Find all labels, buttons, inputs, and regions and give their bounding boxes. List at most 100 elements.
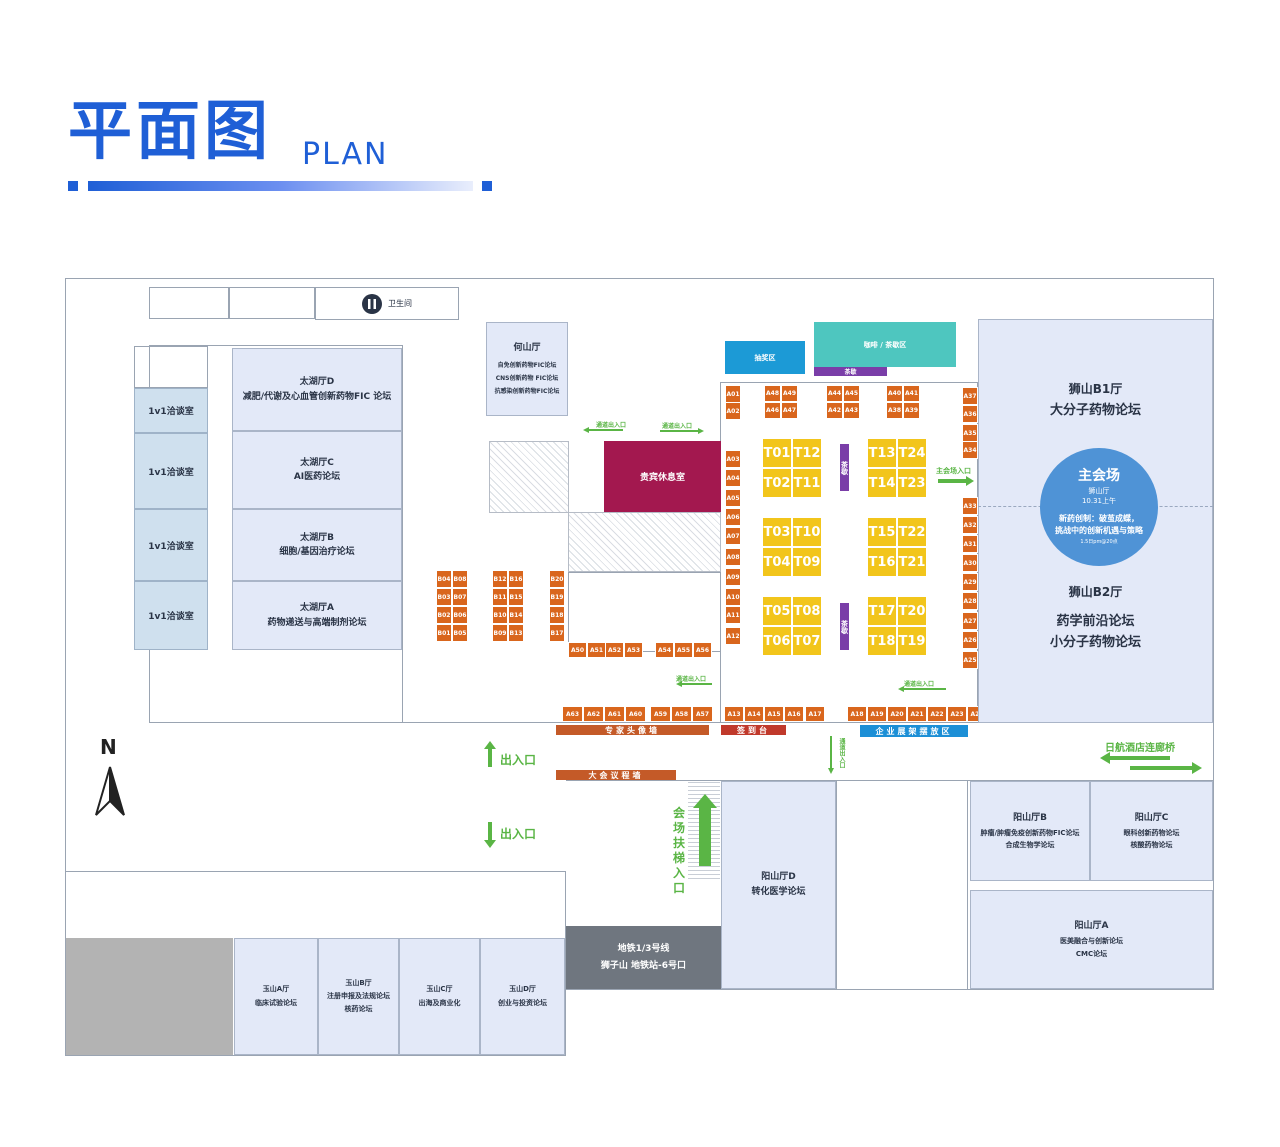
booth-a-bottom-left-1[interactable]: A62 [583,706,604,722]
booth-a-mid-2[interactable]: A52 [605,642,624,658]
booth-b-2-1[interactable]: B11 [492,588,508,606]
taihu-hall-d[interactable]: 太湖厅D 减肥/代谢及心血管创新药物FIC 论坛 [232,348,402,431]
agenda-wall[interactable]: 大会议程墙 [556,770,676,780]
tea-break-top[interactable]: 茶歇 [814,367,887,376]
booth-a-right-3[interactable]: A34 [962,441,978,459]
booth-t-1-3[interactable]: T23 [897,468,927,498]
meeting-room-1[interactable]: 1v1洽谈室 [134,388,208,433]
escalator-entrance-label[interactable]: 会 场 扶 梯 入 口 [672,806,686,896]
booth-a-bottom-right-3[interactable]: A16 [784,706,804,722]
booth-t-1-0[interactable]: T13 [867,438,897,468]
booth-a-top-3[interactable]: A47 [781,402,798,419]
taihu-hall-c[interactable]: 太湖厅C AI医药论坛 [232,431,402,509]
metro-station[interactable]: 地铁1/3号线 狮子山 地铁站-6号口 [566,926,721,989]
main-venue-entrance-label[interactable]: 主会场入口 [936,467,971,475]
booth-a-bottom-left-0[interactable]: A63 [562,706,583,722]
exit-label-1[interactable]: 出入口 [500,753,537,767]
booth-a-left-8[interactable]: A09 [725,568,741,586]
signin-desk[interactable]: 签到台 [721,725,786,735]
booth-a-left-6[interactable]: A07 [725,527,741,545]
yangshan-hall-b[interactable]: 阳山厅B 肿瘤/肿瘤免疫创新药物FIC论坛 合成生物学论坛 [970,781,1090,881]
booth-a-bottom-left-4[interactable]: A59 [650,706,671,722]
booth-a-top-5[interactable]: A42 [826,402,843,419]
booth-a-left-5[interactable]: A06 [725,508,741,526]
booth-a-right-10[interactable]: A27 [962,612,978,630]
booth-t-0-3[interactable]: T11 [792,468,822,498]
yushan-hall-d[interactable]: 玉山D厅 创业与投资论坛 [480,938,565,1055]
booth-a-right-2[interactable]: A35 [962,424,978,442]
booth-t-4-3[interactable]: T07 [792,626,822,656]
booth-a-bottom-right-6[interactable]: A19 [867,706,887,722]
booth-t-0-0[interactable]: T01 [762,438,792,468]
booth-b-2-0[interactable]: B12 [492,570,508,588]
booth-a-top-10[interactable]: A41 [903,385,920,402]
booth-t-3-0[interactable]: T15 [867,517,897,547]
booth-b-4-0[interactable]: B20 [549,570,565,588]
booth-t-0-2[interactable]: T02 [762,468,792,498]
booth-t-3-3[interactable]: T21 [897,547,927,577]
booth-a-bottom-left-2[interactable]: A61 [604,706,625,722]
booth-a-bottom-right-10[interactable]: A23 [947,706,967,722]
booth-t-3-1[interactable]: T22 [897,517,927,547]
booth-a-left-0[interactable]: A01 [725,385,741,403]
booth-b-3-2[interactable]: B14 [508,606,524,624]
booth-a-bottom-right-8[interactable]: A21 [907,706,927,722]
booth-t-4-1[interactable]: T08 [792,596,822,626]
booth-b-1-1[interactable]: B07 [452,588,468,606]
booth-a-left-7[interactable]: A08 [725,548,741,566]
booth-a-bottom-right-1[interactable]: A14 [744,706,764,722]
booth-b-2-2[interactable]: B10 [492,606,508,624]
booth-a-bottom-right-2[interactable]: A15 [764,706,784,722]
booth-a-mid-5[interactable]: A55 [674,642,693,658]
booth-a-top-1[interactable]: A46 [764,402,781,419]
yangshan-hall-a[interactable]: 阳山厅A 医美融合与创新论坛 CMC论坛 [970,890,1213,989]
passage-label-5[interactable]: 通道出入口 [838,738,845,768]
booth-a-left-2[interactable]: A03 [725,450,741,468]
passage-label-2[interactable]: 通道出入口 [662,423,693,430]
coffee-area[interactable]: 咖啡 / 茶歇区 [814,322,956,367]
booth-b-4-1[interactable]: B19 [549,588,565,606]
taihu-hall-b[interactable]: 太湖厅B 细胞/基因治疗论坛 [232,509,402,581]
booth-b-1-0[interactable]: B08 [452,570,468,588]
booth-a-right-11[interactable]: A26 [962,631,978,649]
meeting-room-3[interactable]: 1v1洽谈室 [134,509,208,581]
booth-t-2-0[interactable]: T03 [762,517,792,547]
booth-a-right-7[interactable]: A30 [962,554,978,572]
booth-a-top-9[interactable]: A38 [886,402,903,419]
taihu-hall-a[interactable]: 太湖厅A 药物递送与高端制剂论坛 [232,581,402,650]
booth-a-bottom-left-3[interactable]: A60 [625,706,646,722]
passage-label-3[interactable]: 通道出入口 [676,676,707,683]
booth-a-mid-6[interactable]: A56 [693,642,712,658]
enterprise-rack-area[interactable]: 企业展架摆放区 [860,725,968,737]
booth-a-bottom-right-5[interactable]: A18 [847,706,867,722]
booth-b-0-1[interactable]: B03 [436,588,452,606]
booth-a-right-1[interactable]: A36 [962,405,978,423]
passage-label-1[interactable]: 通道出入口 [596,422,627,429]
yushan-hall-b[interactable]: 玉山B厅 注册申报及法规论坛 核药论坛 [318,938,399,1055]
booth-a-mid-3[interactable]: A53 [624,642,643,658]
yushan-hall-c[interactable]: 玉山C厅 出海及商业化 [399,938,480,1055]
booth-a-right-4[interactable]: A33 [962,497,978,515]
booth-a-right-12[interactable]: A25 [962,651,978,669]
booth-b-0-2[interactable]: B02 [436,606,452,624]
booth-a-mid-0[interactable]: A50 [568,642,587,658]
booth-a-mid-4[interactable]: A54 [655,642,674,658]
booth-a-left-3[interactable]: A04 [725,469,741,487]
booth-t-5-1[interactable]: T20 [897,596,927,626]
booth-a-right-0[interactable]: A37 [962,387,978,405]
booth-a-top-2[interactable]: A49 [781,385,798,402]
yushan-hall-a[interactable]: 玉山A厅 临床试验论坛 [234,938,318,1055]
booth-a-top-7[interactable]: A43 [843,402,860,419]
booth-t-3-2[interactable]: T16 [867,547,897,577]
booth-a-right-5[interactable]: A32 [962,516,978,534]
booth-b-2-3[interactable]: B09 [492,624,508,642]
booth-t-1-2[interactable]: T14 [867,468,897,498]
booth-b-1-2[interactable]: B06 [452,606,468,624]
booth-t-2-3[interactable]: T09 [792,547,822,577]
tea-break-column-1[interactable]: 茶歇 [840,444,849,491]
booth-a-mid-1[interactable]: A51 [587,642,606,658]
booth-a-top-0[interactable]: A48 [764,385,781,402]
booth-b-0-0[interactable]: B04 [436,570,452,588]
booth-a-left-10[interactable]: A11 [725,606,741,624]
booth-a-right-8[interactable]: A29 [962,573,978,591]
